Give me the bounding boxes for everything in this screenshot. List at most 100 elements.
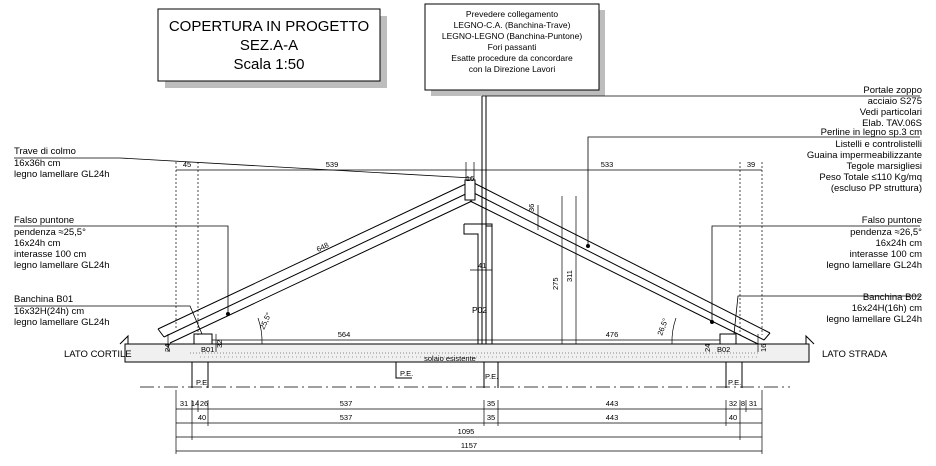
svg-text:Elab. TAV.06S: Elab. TAV.06S <box>862 118 922 129</box>
b02-label: B02 <box>717 345 730 354</box>
leader-dots <box>226 244 714 324</box>
dim-row2: 443 <box>606 413 619 422</box>
svg-text:(escluso PP struttura): (escluso PP struttura) <box>831 183 922 194</box>
side-label-right: LATO STRADA <box>822 349 888 360</box>
title-line-2: SEZ.A-A <box>240 37 298 54</box>
svg-text:Perline in legno sp.3 cm: Perline in legno sp.3 cm <box>821 127 922 138</box>
banchine <box>193 333 737 345</box>
dim-angle-right: 26,5° <box>655 317 669 337</box>
pe-markers <box>191 362 743 388</box>
dim-top: 16 <box>466 174 474 183</box>
note-line: Prevedere collegamento <box>466 9 558 19</box>
svg-text:legno lamellare GL24h: legno lamellare GL24h <box>14 260 110 271</box>
ridge-and-column <box>463 96 493 344</box>
svg-text:Portale zoppo: Portale zoppo <box>863 85 922 96</box>
dim-span-right: 476 <box>606 330 619 339</box>
dim-row3: 1095 <box>458 427 475 436</box>
p02-label: P02 <box>472 305 487 315</box>
existing-slab <box>119 334 815 388</box>
note-line: con la Direzione Lavori <box>469 64 556 74</box>
svg-text:Banchina B02: Banchina B02 <box>863 292 922 303</box>
dim-row2: 537 <box>340 413 353 422</box>
annotation-falso-puntone-left: Falso puntone pendenza ≈25,5° 16x24h cm … <box>14 215 110 271</box>
rafters <box>157 180 771 345</box>
note-line: LEGNO-C.A. (Banchina-Trave) <box>454 20 571 30</box>
dim-row1: 35 <box>487 399 495 408</box>
svg-text:16x24h cm: 16x24h cm <box>14 238 61 249</box>
svg-text:Banchina B01: Banchina B01 <box>14 294 73 305</box>
svg-text:Peso Totale ≤110 Kg/mq: Peso Totale ≤110 Kg/mq <box>819 172 922 183</box>
dim-row1: 31 <box>180 399 188 408</box>
dim-span-left: 564 <box>338 330 351 339</box>
dim-height: 311 <box>565 270 574 282</box>
dim-row2: 40 <box>198 413 206 422</box>
pe-label: P.E. <box>728 378 741 387</box>
leader-lines <box>14 95 920 335</box>
annotation-banchina-b01: Banchina B01 16x32H(24h) cm legno lamell… <box>14 294 110 328</box>
svg-text:legno lamellare GL24h: legno lamellare GL24h <box>826 314 922 325</box>
dim-side-left: 32 <box>215 340 224 348</box>
b01-label: B01 <box>201 345 214 354</box>
svg-text:16x36h cm: 16x36h cm <box>14 158 61 169</box>
annotation-falso-puntone-right: Falso puntone pendenza ≈26,5° 16x24h cm … <box>826 215 922 271</box>
svg-text:16x24H(16h) cm: 16x24H(16h) cm <box>852 303 922 314</box>
pe-label: P.E. <box>400 369 413 378</box>
svg-text:pendenza ≈26,5°: pendenza ≈26,5° <box>850 227 922 238</box>
annotation-banchina-b02: Banchina B02 16x24H(16h) cm legno lamell… <box>826 292 922 325</box>
note-line: LEGNO-LEGNO (Banchina-Puntone) <box>442 31 582 41</box>
svg-text:Tegole marsigliesi: Tegole marsigliesi <box>846 161 922 172</box>
dim-height: 36 <box>527 204 536 212</box>
svg-text:Vedi particolari: Vedi particolari <box>860 107 922 118</box>
svg-text:interasse 100 cm: interasse 100 cm <box>850 249 922 260</box>
note-line: Fori passanti <box>488 42 537 52</box>
svg-text:legno lamellare GL24h: legno lamellare GL24h <box>14 169 110 180</box>
title-line-3: Scala 1:50 <box>234 56 305 73</box>
dim-top: 539 <box>326 160 339 169</box>
svg-text:Falso puntone: Falso puntone <box>862 215 922 226</box>
dim-top: 45 <box>183 160 191 169</box>
dim-row1: 31 <box>749 399 757 408</box>
title-box: COPERTURA IN PROGETTO SEZ.A-A Scala 1:50 <box>157 8 387 88</box>
dim-row2: 35 <box>487 413 495 422</box>
dim-row1: 32 <box>729 399 737 408</box>
dim-angle-left: 25,5° <box>258 311 274 331</box>
dim-row1: 14 <box>191 399 199 408</box>
dim-side-right: 24 <box>703 344 712 352</box>
svg-text:legno lamellare GL24h: legno lamellare GL24h <box>826 260 922 271</box>
dim-top: 533 <box>601 160 614 169</box>
dim-row1: 443 <box>606 399 619 408</box>
dim-row1: 8 <box>741 399 745 408</box>
dim-row1: 26 <box>200 399 208 408</box>
svg-text:16x24h cm: 16x24h cm <box>876 238 923 249</box>
pe-label: P.E. <box>196 378 209 387</box>
note-line: Esatte procedure da concordare <box>451 53 573 63</box>
svg-text:16x32H(24h) cm: 16x32H(24h) cm <box>14 306 84 317</box>
pe-label: P.E. <box>485 372 498 381</box>
annotation-trave-colmo: Trave di colmo 16x36h cm legno lamellare… <box>14 146 110 180</box>
svg-text:Listelli e controlistelli: Listelli e controlistelli <box>835 139 922 150</box>
top-dimension <box>175 162 763 335</box>
dim-rafter-length: 648 <box>315 240 330 253</box>
svg-text:Guaina impermeabilizzante: Guaina impermeabilizzante <box>807 150 922 161</box>
dim-height: 275 <box>551 277 560 290</box>
slab-label: solaio esistente <box>424 354 476 363</box>
svg-text:interasse 100 cm: interasse 100 cm <box>14 249 86 260</box>
title-line-1: COPERTURA IN PROGETTO <box>169 18 369 35</box>
dim-row2: 40 <box>729 413 737 422</box>
svg-text:pendenza ≈25,5°: pendenza ≈25,5° <box>14 227 86 238</box>
dim-height: 41 <box>478 261 486 270</box>
svg-text:acciaio S275: acciaio S275 <box>868 96 922 107</box>
dim-row4: 1157 <box>461 441 477 450</box>
svg-text:Trave di colmo: Trave di colmo <box>14 146 76 157</box>
angle-arcs <box>257 317 677 345</box>
svg-text:legno lamellare GL24h: legno lamellare GL24h <box>14 317 110 328</box>
note-box: Prevedere collegamento LEGNO-C.A. (Banch… <box>424 3 605 96</box>
svg-text:Falso puntone: Falso puntone <box>14 215 74 226</box>
height-dimensions <box>167 196 759 352</box>
dim-side-right: 16 <box>759 344 768 352</box>
annotation-portale: Portale zoppo acciaio S275 Vedi particol… <box>860 85 922 129</box>
dim-top: 39 <box>747 160 755 169</box>
annotation-perline: Perline in legno sp.3 cm Listelli e cont… <box>807 127 922 194</box>
dim-row1: 537 <box>340 399 353 408</box>
